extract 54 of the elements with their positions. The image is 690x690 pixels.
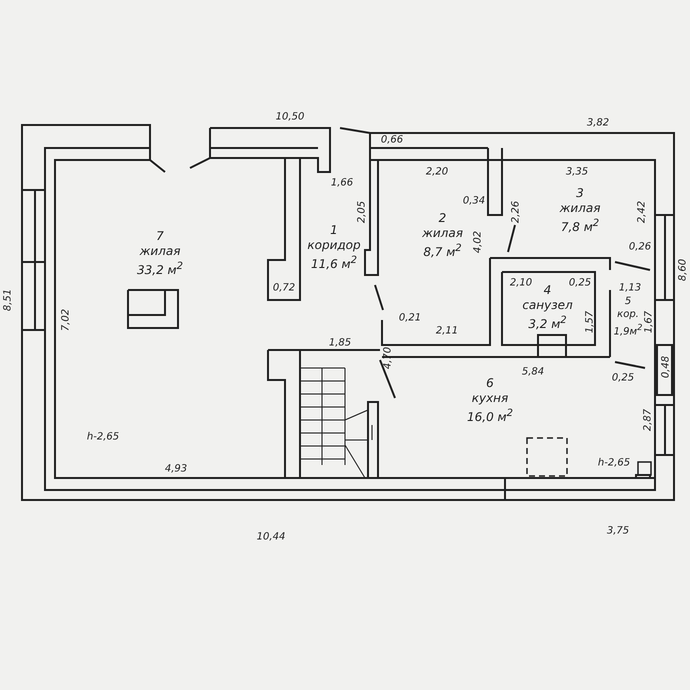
dimension-label: 2,20 bbox=[426, 166, 448, 178]
ceiling-height-label: h-2,65 bbox=[598, 456, 630, 470]
dimension-label: 2,11 bbox=[436, 324, 458, 338]
room-area: 1,9м$^{2}$ bbox=[614, 321, 642, 339]
dimension-label: 0,72 bbox=[272, 282, 296, 294]
dimension-label: 3,82 bbox=[586, 116, 610, 130]
room-number: 3 bbox=[576, 186, 584, 200]
dimension-label: 2,05 bbox=[356, 200, 368, 224]
room-number: 5 bbox=[624, 295, 632, 308]
dimension-label: 3,35 bbox=[566, 166, 588, 178]
dimension-label: 2,87 bbox=[642, 408, 654, 432]
dimension-label: 8,60 bbox=[676, 258, 690, 282]
room-name: жилая bbox=[560, 200, 600, 216]
dimension-label: 1,66 bbox=[330, 176, 354, 190]
room-area: 8,7 м$^{2}$ bbox=[423, 240, 462, 260]
dimension-label: 3,75 bbox=[606, 524, 630, 538]
room-area: 16,0 м$^{2}$ bbox=[467, 406, 513, 424]
room-area: 11,6 м$^{2}$ bbox=[311, 253, 357, 272]
room-number: 1 bbox=[330, 223, 338, 238]
dimension-label: 2,26 bbox=[510, 200, 522, 224]
dimension-label: 4,93 bbox=[164, 462, 188, 476]
room-name: коридор bbox=[307, 238, 361, 253]
dimension-label: 1,67 bbox=[642, 310, 656, 334]
dimension-label: 0,48 bbox=[660, 356, 672, 378]
dimension-label: 1,13 bbox=[618, 282, 642, 294]
dimension-label: 0,21 bbox=[398, 312, 422, 324]
dimension-label: 0,66 bbox=[380, 134, 404, 146]
room-number: 6 bbox=[486, 376, 494, 390]
room-number: 4 bbox=[544, 283, 552, 298]
room-name: кор. bbox=[617, 308, 639, 322]
room-area: 3,2 м$^{2}$ bbox=[528, 313, 567, 332]
dimension-label: 1,57 bbox=[584, 310, 596, 334]
ceiling-height-label: h-2,65 bbox=[86, 430, 120, 444]
dimension-label: 0,34 bbox=[462, 194, 486, 208]
room-area: 33,2 м$^{2}$ bbox=[137, 258, 183, 278]
room-name: санузел bbox=[522, 298, 573, 313]
room-name: кухня bbox=[472, 390, 508, 406]
dimension-label: 8,51 bbox=[2, 288, 14, 312]
dimension-label: 0,26 bbox=[628, 240, 652, 254]
dimension-label: 2,10 bbox=[510, 276, 532, 290]
dimension-label: 5,84 bbox=[522, 366, 544, 378]
dimension-label: 0,25 bbox=[612, 372, 634, 384]
room-name: жилая bbox=[140, 244, 180, 258]
dimension-label: 10,44 bbox=[256, 530, 286, 544]
dimension-label: 10,50 bbox=[276, 110, 304, 124]
dimension-label: 7,02 bbox=[60, 308, 72, 332]
room-area: 7,8 м$^{2}$ bbox=[560, 216, 600, 234]
dimension-label: 1,85 bbox=[328, 336, 352, 350]
room-name: жилая bbox=[422, 226, 463, 240]
dimension-label: 0,25 bbox=[568, 276, 592, 290]
dimension-label: 4,02 bbox=[472, 230, 484, 254]
dimension-label: 2,42 bbox=[636, 200, 648, 224]
room-number: 2 bbox=[438, 210, 446, 226]
room-number: 7 bbox=[156, 228, 164, 244]
